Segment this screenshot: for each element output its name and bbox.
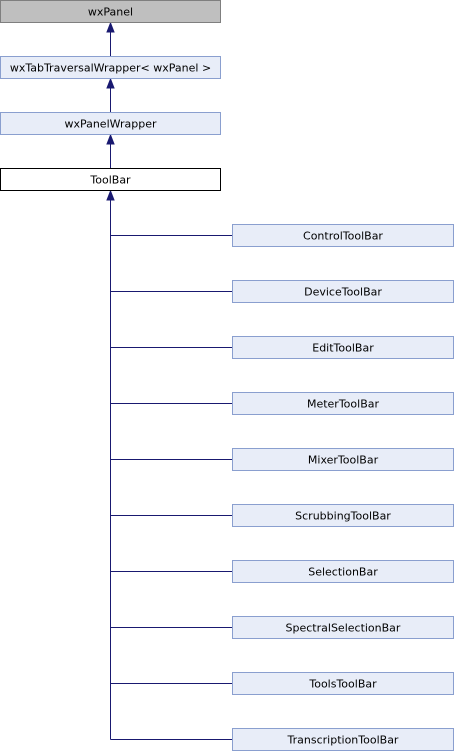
class-node-wxpanel[interactable]: wxPanel — [0, 0, 221, 23]
class-node-wxpanelwrapper[interactable]: wxPanelWrapper — [0, 112, 221, 135]
inheritance-arrowhead — [106, 77, 115, 89]
class-label: wxTabTraversalWrapper< wxPanel > — [10, 62, 211, 75]
class-label: wxPanelWrapper — [64, 118, 157, 131]
class-label: ToolBar — [89, 174, 131, 187]
class-label: ScrubbingToolBar — [295, 510, 391, 523]
class-label: MixerToolBar — [308, 454, 379, 467]
class-node-controltoolbar[interactable]: ControlToolBar — [232, 224, 454, 247]
class-node-toolstoolbar[interactable]: ToolsToolBar — [232, 672, 454, 695]
class-label: SelectionBar — [308, 566, 378, 579]
class-node-toolbar[interactable]: ToolBar — [0, 168, 221, 191]
class-box — [0, 0, 221, 23]
class-box — [0, 112, 221, 135]
class-label: ControlToolBar — [303, 230, 383, 243]
class-node-mixertoolbar[interactable]: MixerToolBar — [232, 448, 454, 471]
class-box — [0, 56, 221, 79]
class-box — [0, 168, 221, 191]
class-node-transcriptiontoolbar[interactable]: TranscriptionToolBar — [232, 728, 454, 751]
class-label: EditToolBar — [312, 342, 374, 355]
class-node-wxtabtraversalwrapper-wxpanel[interactable]: wxTabTraversalWrapper< wxPanel > — [0, 56, 221, 79]
class-label: TranscriptionToolBar — [287, 734, 399, 747]
class-node-metertoolbar[interactable]: MeterToolBar — [232, 392, 454, 415]
class-label: DeviceToolBar — [304, 286, 382, 299]
inheritance-arrowhead — [106, 189, 115, 201]
class-node-devicetoolbar[interactable]: DeviceToolBar — [232, 280, 454, 303]
class-node-spectralselectionbar[interactable]: SpectralSelectionBar — [232, 616, 454, 639]
class-node-edittoolbar[interactable]: EditToolBar — [232, 336, 454, 359]
inheritance-edges — [106, 21, 232, 740]
inheritance-arrowhead — [106, 21, 115, 33]
class-label: SpectralSelectionBar — [286, 622, 401, 635]
class-label: wxPanel — [88, 6, 133, 19]
class-node-scrubbingtoolbar[interactable]: ScrubbingToolBar — [232, 504, 454, 527]
class-label: MeterToolBar — [307, 398, 380, 411]
class-node-selectionbar[interactable]: SelectionBar — [232, 560, 454, 583]
class-label: ToolsToolBar — [308, 678, 377, 691]
inheritance-arrowhead — [106, 133, 115, 145]
